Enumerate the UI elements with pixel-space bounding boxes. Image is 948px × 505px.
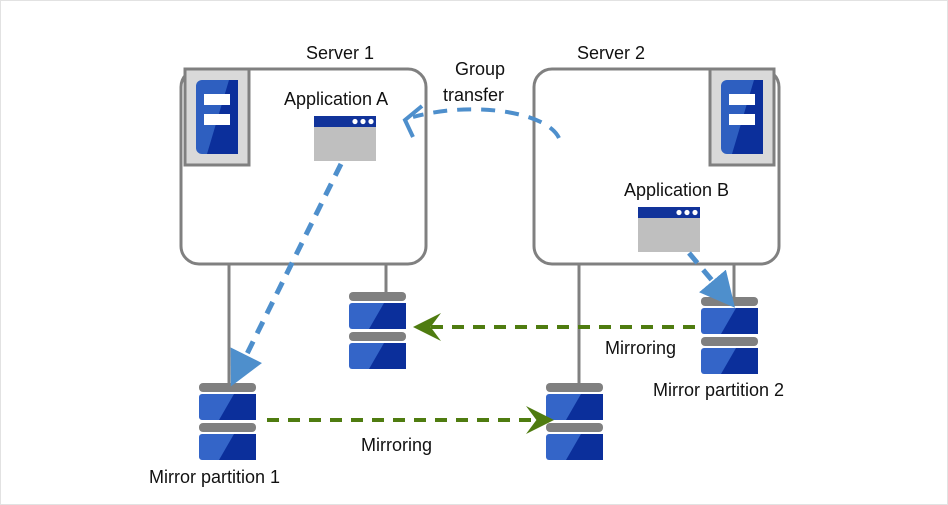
- connector-lines: [227, 264, 736, 385]
- mirror-partition-1-label: Mirror partition 1: [149, 467, 281, 487]
- server-rack-icon-2: [708, 67, 776, 167]
- disk-mirror-partition-1: [199, 383, 256, 460]
- arrow-group-transfer: [402, 104, 561, 140]
- server-2-title: Server 2: [577, 43, 646, 63]
- application-b-window-icon: [638, 207, 700, 252]
- application-a-label: Application A: [284, 89, 389, 109]
- group-transfer-label-line-2: transfer: [443, 85, 505, 105]
- arrow-application-a-to-mirror-partition-1: [230, 162, 344, 387]
- server-1-title: Server 1: [306, 43, 375, 63]
- arrow-application-b-to-mirror-partition-2: [687, 251, 736, 308]
- server-rack-icon-1: [183, 67, 251, 167]
- application-a-window-icon: [314, 116, 376, 161]
- group-transfer-label-line-1: Group: [455, 59, 506, 79]
- disk-server2-left: [546, 383, 603, 460]
- mirroring-label-right: Mirroring: [605, 338, 677, 358]
- disk-server1-right: [349, 292, 406, 369]
- mirroring-label-bottom: Mirroring: [361, 435, 433, 455]
- application-b-label: Application B: [624, 180, 730, 200]
- disk-mirror-partition-2: [701, 297, 758, 374]
- mirror-partition-2-label: Mirror partition 2: [653, 380, 785, 400]
